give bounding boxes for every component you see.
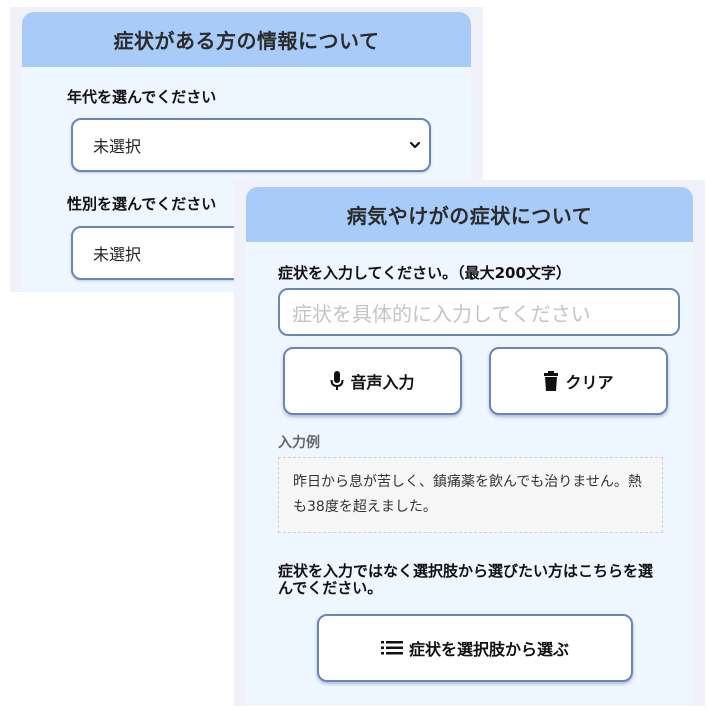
symptoms-title: 病気やけがの症状について (346, 204, 593, 228)
choose-from-options-label: 症状を選択肢から選ぶ (408, 640, 569, 659)
gender-label: 性別を選んでください (67, 195, 217, 213)
clear-button[interactable]: クリア (489, 347, 668, 415)
symptoms-header: 病気やけがの症状について (246, 187, 693, 242)
choose-from-options-button[interactable]: 症状を選択肢から選ぶ (317, 614, 633, 682)
age-label: 年代を選んでください (67, 88, 217, 106)
alt-selection-prompt: 症状を入力ではなく選択肢から選びたい方はこちらを選んでください。 (278, 562, 654, 597)
symptom-input-label: 症状を入力してください。（最大200文字） (278, 264, 571, 282)
microphone-icon (330, 371, 344, 390)
voice-input-button[interactable]: 音声入力 (283, 347, 462, 415)
example-label: 入力例 (278, 435, 320, 451)
patient-info-title: 症状がある方の情報について (113, 29, 380, 53)
age-select[interactable]: 未選択 (71, 118, 431, 172)
patient-info-header: 症状がある方の情報について (22, 12, 471, 67)
age-select-value: 未選択 (93, 137, 142, 156)
chevron-down-icon (409, 141, 421, 149)
symptom-input[interactable]: 症状を具体的に入力してください (278, 288, 680, 336)
list-icon (380, 641, 403, 655)
example-text: 昨日から息が苦しく、鎮痛薬を飲んでも治りません。熱も38度を超えました。 (293, 474, 642, 515)
clear-label: クリア (565, 373, 614, 392)
voice-input-label: 音声入力 (350, 373, 415, 392)
gender-select-value: 未選択 (93, 245, 142, 264)
trash-icon (544, 371, 559, 391)
example-box: 昨日から息が苦しく、鎮痛薬を飲んでも治りません。熱も38度を超えました。 (278, 457, 663, 533)
symptom-input-placeholder: 症状を具体的に入力してください (292, 301, 591, 326)
